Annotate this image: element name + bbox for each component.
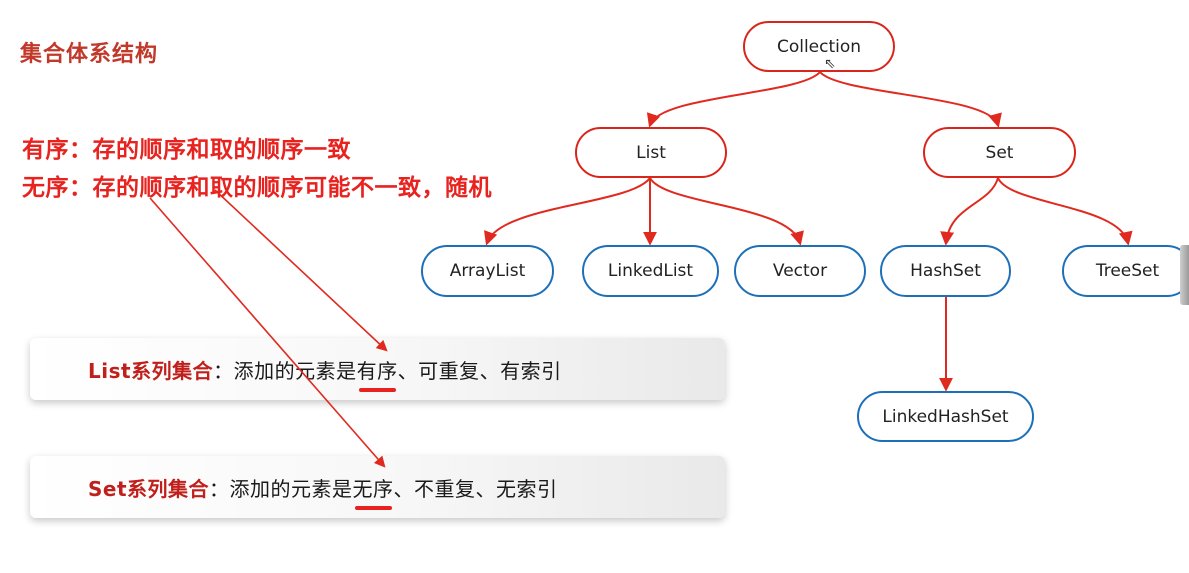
set-unordered-keyword: 无序 xyxy=(353,473,394,510)
unordered-definition: 无序：存的顺序和取的顺序可能不一致，随机 xyxy=(22,175,492,201)
set-series-prefix: ：添加的元素是 xyxy=(209,477,353,501)
node-linkedhashset: LinkedHashSet xyxy=(857,391,1034,442)
mouse-cursor-icon: ⇖ xyxy=(824,56,836,72)
window-edge-handle xyxy=(1180,245,1189,305)
node-vector: Vector xyxy=(734,245,866,297)
edge-collection-list xyxy=(646,71,821,128)
node-treeset: TreeSet xyxy=(1062,245,1189,297)
list-series-card: List系列集合：添加的元素是有序、可重复、有索引 xyxy=(30,338,725,400)
list-series-text: List系列集合：添加的元素是有序、可重复、有索引 xyxy=(88,355,562,392)
node-linkedlist: LinkedList xyxy=(582,245,719,297)
pointer-ordered-line xyxy=(214,189,388,352)
set-series-text: Set系列集合：添加的元素是无序、不重复、无索引 xyxy=(88,473,558,510)
node-collection: Collection xyxy=(743,21,895,72)
ordered-definition: 有序：存的顺序和取的顺序一致 xyxy=(22,137,351,163)
node-arraylist: ArrayList xyxy=(421,245,554,297)
edge-set-treeset xyxy=(997,177,1133,246)
list-ordered-keyword: 有序 xyxy=(357,355,398,392)
set-series-suffix: 、不重复、无索引 xyxy=(393,477,558,501)
list-series-prefix: ：添加的元素是 xyxy=(213,359,357,383)
list-series-name: List系列集合 xyxy=(88,359,214,383)
page-title: 集合体系结构 xyxy=(20,42,159,67)
node-set: Set xyxy=(923,127,1076,178)
edge-list-vector xyxy=(649,177,804,246)
set-series-card: Set系列集合：添加的元素是无序、不重复、无索引 xyxy=(30,456,725,518)
edge-list-arraylist xyxy=(484,177,651,246)
edge-set-hashset xyxy=(940,177,999,246)
set-series-name: Set系列集合 xyxy=(88,477,210,501)
pointer-unordered-line xyxy=(149,197,386,468)
list-series-suffix: 、可重复、有索引 xyxy=(397,359,562,383)
edge-collection-set xyxy=(819,71,1002,128)
node-hashset: HashSet xyxy=(880,245,1011,297)
node-list: List xyxy=(575,127,727,178)
